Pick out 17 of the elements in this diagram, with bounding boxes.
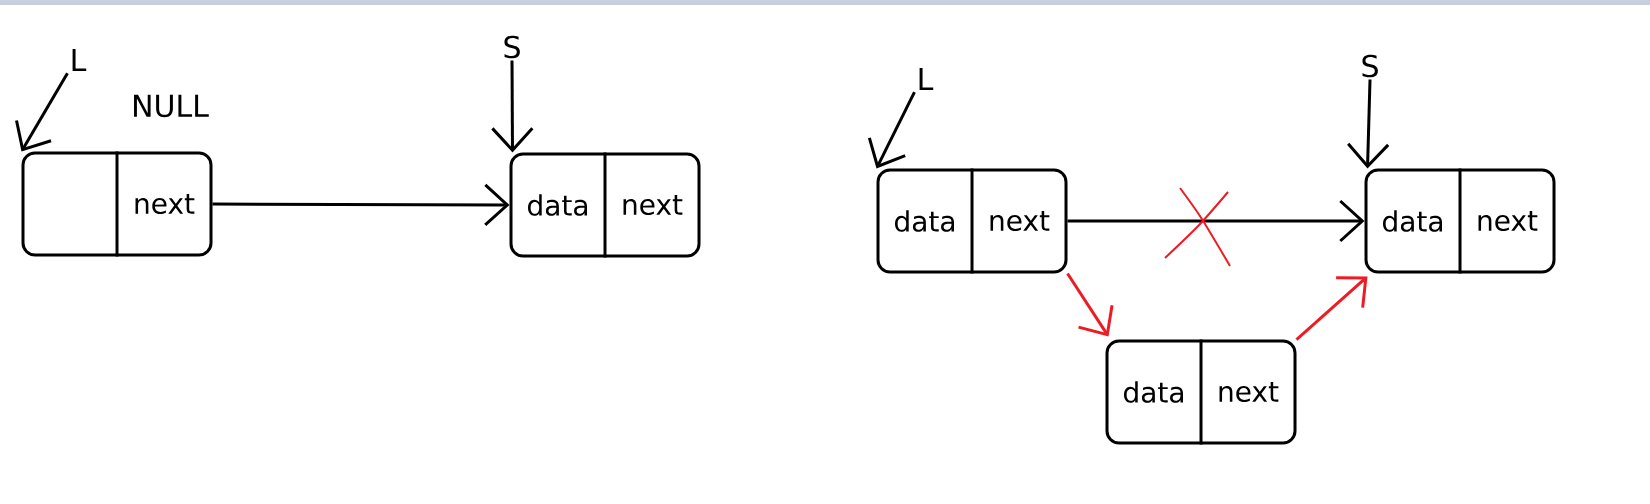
arrow	[1295, 276, 1368, 341]
arrow	[15, 72, 69, 152]
list-node-box: data next	[1364, 168, 1556, 274]
pointer-label: L	[919, 68, 934, 90]
pointer-label: S	[504, 35, 520, 59]
list-node-box: data next	[1105, 339, 1297, 445]
pointer-label: L	[72, 49, 87, 71]
arrow	[1347, 79, 1390, 169]
list-node-box: data next	[876, 168, 1068, 274]
list-node-box: data next	[509, 152, 701, 258]
null-label: NULL	[134, 94, 209, 118]
arrow	[491, 60, 534, 153]
arrow	[1067, 199, 1365, 243]
list-node-box: next	[21, 151, 213, 257]
arrow	[867, 91, 916, 169]
pointer-label: S	[1362, 54, 1378, 78]
arrow	[212, 183, 510, 227]
